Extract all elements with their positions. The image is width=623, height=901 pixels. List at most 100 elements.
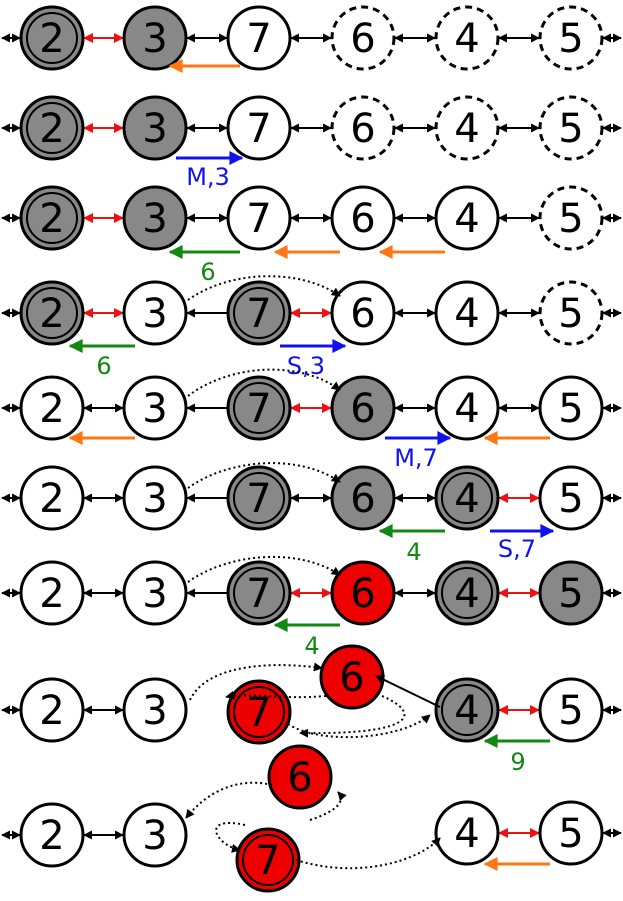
list-node-6: 6 [330,280,396,346]
list-node-6: 6 [330,5,396,71]
list-node-3: 3 [122,185,188,251]
list-node-7: 7 [226,5,292,71]
list-node-7: 7 [235,827,301,893]
node-label: 2 [39,813,64,859]
list-node-4: 4 [434,560,500,626]
node-label: 6 [350,476,375,522]
list-node-2: 2 [19,185,85,251]
list-node-2: 2 [19,560,85,626]
list-node-6: 6 [319,644,385,710]
list-node-7: 7 [226,679,292,745]
list-node-3: 3 [122,375,188,441]
list-node-6: 6 [330,560,396,626]
arrow-label: M,3 [186,163,230,191]
arrow-label: S,3 [287,352,325,380]
node-label: 6 [350,571,375,617]
arrow-label: 4 [304,632,319,660]
node-label: 7 [246,690,271,736]
list-node-5: 5 [538,560,604,626]
list-node-4: 4 [434,800,500,866]
list-node-2: 2 [19,280,85,346]
node-label: 5 [558,106,583,152]
node-label: 4 [454,571,479,617]
list-node-4: 4 [434,185,500,251]
list-node-5: 5 [538,677,604,743]
list-node-6: 6 [267,744,333,810]
node-label: 7 [246,106,271,152]
skip-link-6-3 [185,781,273,819]
node-label: 5 [558,476,583,522]
node-label: 3 [142,386,167,432]
arrow-label: M,7 [394,444,438,472]
node-label: 2 [39,571,64,617]
skip-link-3-6 [187,462,341,489]
list-node-5: 5 [538,95,604,161]
list-node-4: 4 [434,5,500,71]
node-label: 2 [39,291,64,337]
list-node-4: 4 [434,677,500,743]
node-label: 5 [558,571,583,617]
list-node-5: 5 [538,465,604,531]
node-label: 6 [350,386,375,432]
node-label: 5 [558,811,583,857]
skip-link-3-6 [187,275,341,301]
node-label: 7 [246,16,271,62]
node-label: 3 [142,196,167,242]
node-label: 7 [246,476,271,522]
node-label: 6 [339,655,364,701]
list-node-4: 4 [434,465,500,531]
list-node-3: 3 [122,802,188,868]
node-label: 4 [454,106,479,152]
node-label: 3 [142,476,167,522]
node-label: 4 [454,16,479,62]
list-node-7: 7 [226,280,292,346]
node-label: 6 [287,755,312,801]
node-label: 7 [246,196,271,242]
list-node-5: 5 [538,375,604,441]
node-label: 3 [142,291,167,337]
node-label: 5 [558,196,583,242]
list-node-3: 3 [122,560,188,626]
node-link [375,675,441,708]
node-label: 4 [454,386,479,432]
list-node-5: 5 [538,800,604,866]
node-label: 4 [454,811,479,857]
node-label: 7 [255,838,280,884]
list-node-3: 3 [122,465,188,531]
list-node-2: 2 [19,465,85,531]
list-node-2: 2 [19,677,85,743]
list-node-4: 4 [434,280,500,346]
node-label: 5 [558,16,583,62]
list-node-3: 3 [122,677,188,743]
list-node-6: 6 [330,95,396,161]
list-node-5: 5 [538,280,604,346]
list-node-6: 6 [330,465,396,531]
node-label: 2 [39,196,64,242]
arrow-label: 6 [200,258,215,286]
node-label: 6 [350,16,375,62]
node-label: 2 [39,106,64,152]
list-node-5: 5 [538,185,604,251]
list-node-4: 4 [434,95,500,161]
node-label: 3 [142,16,167,62]
node-label: 3 [142,571,167,617]
node-label: 5 [558,688,583,734]
node-label: 5 [558,291,583,337]
node-label: 6 [350,291,375,337]
node-label: 4 [454,688,479,734]
arrow-label: 4 [406,538,421,566]
list-node-7: 7 [226,185,292,251]
node-label: 3 [142,688,167,734]
list-node-4: 4 [434,375,500,441]
list-node-7: 7 [226,95,292,161]
node-label: 4 [454,291,479,337]
arrow-label: 6 [96,352,111,380]
node-label: 7 [246,571,271,617]
skip-link-3-6 [187,555,341,583]
list-node-7: 7 [226,560,292,626]
node-label: 5 [558,386,583,432]
node-label: 7 [246,386,271,432]
node-label: 2 [39,476,64,522]
list-node-2: 2 [19,95,85,161]
